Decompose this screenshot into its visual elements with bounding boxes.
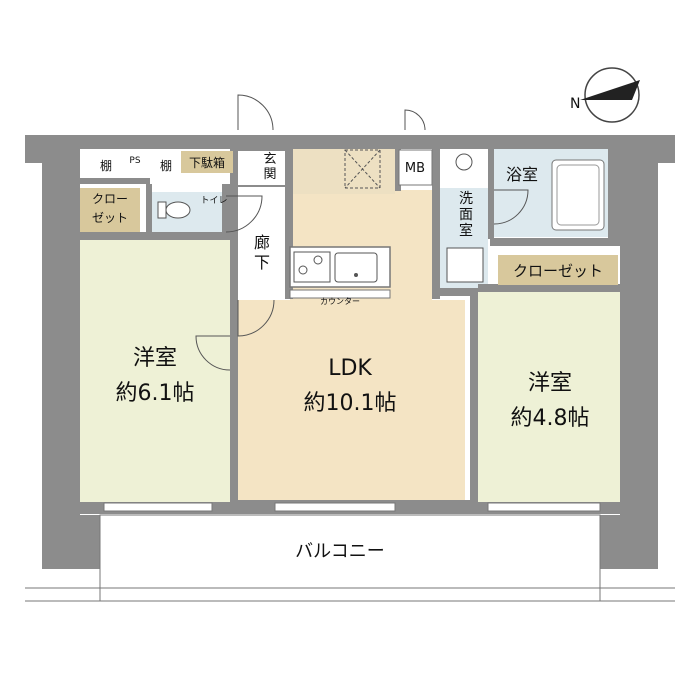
kitchen-counter bbox=[289, 246, 391, 288]
left-room-door[interactable] bbox=[195, 335, 231, 371]
wall-bathroom-south bbox=[490, 238, 620, 246]
mb-label: MB bbox=[405, 161, 425, 176]
washroom-label: 洗面室 bbox=[459, 191, 473, 239]
western-room-right-floor bbox=[478, 292, 620, 502]
shelf-2-label: 棚 bbox=[160, 158, 172, 173]
burner-1-icon bbox=[298, 265, 308, 275]
wall-left-room-east bbox=[230, 149, 238, 501]
compass-arrow-icon bbox=[580, 80, 640, 100]
bathroom-name: 浴室 bbox=[506, 165, 538, 184]
shoe-box-label: 下駄箱 bbox=[189, 155, 225, 170]
wall-storage-row bbox=[80, 178, 150, 184]
counter-label: カウンター bbox=[320, 297, 360, 306]
wall-bathroom-east bbox=[608, 149, 620, 239]
western-room-left-name: 洋室 bbox=[133, 346, 177, 371]
fridge-space bbox=[344, 149, 381, 189]
toilet-door[interactable] bbox=[225, 195, 263, 233]
washing-machine-pan bbox=[446, 247, 484, 283]
wall-hallway-east bbox=[285, 149, 293, 299]
bathroom-door[interactable] bbox=[493, 189, 529, 225]
counter-bar bbox=[289, 289, 391, 299]
closet-right-label: クローゼット bbox=[513, 262, 603, 280]
hallway-door[interactable] bbox=[237, 299, 275, 337]
bathtub bbox=[551, 159, 605, 231]
shelf-1-cell bbox=[85, 150, 120, 178]
balcony-pillar-right bbox=[600, 515, 650, 569]
wall-washroom-east bbox=[488, 149, 494, 239]
wall-mb bbox=[395, 149, 401, 191]
ldk-size: 約10.1帖 bbox=[304, 391, 397, 416]
window-left-room bbox=[103, 502, 213, 512]
shelf-2-cell bbox=[150, 150, 180, 178]
wall-washroom-west bbox=[432, 149, 440, 299]
sink-drain-icon bbox=[354, 273, 358, 277]
wall-washroom-south bbox=[432, 288, 478, 296]
hallway-label: 廊下 bbox=[254, 233, 270, 272]
ps-cell bbox=[122, 150, 148, 178]
wall-right-room-north bbox=[478, 284, 620, 292]
closet-right-tag bbox=[498, 255, 618, 285]
western-room-right-name: 洋室 bbox=[528, 371, 572, 396]
wall-right-room-west bbox=[470, 292, 478, 502]
closet-left-tag bbox=[80, 188, 140, 232]
north-wall-left-end bbox=[25, 135, 43, 163]
ldk-upper-zone bbox=[290, 149, 395, 194]
toilet-tank-icon bbox=[157, 201, 167, 219]
north-wall-right-end bbox=[657, 135, 675, 163]
mb-door[interactable] bbox=[404, 109, 426, 131]
east-wall bbox=[620, 149, 658, 569]
north-wall bbox=[25, 135, 675, 149]
shoe-box-tag bbox=[181, 151, 233, 173]
wall-left-room-north bbox=[80, 232, 232, 240]
western-room-left-floor bbox=[80, 240, 230, 502]
ldk-name: LDK bbox=[328, 356, 372, 381]
balcony-area bbox=[99, 514, 601, 602]
western-room-left-size: 約6.1帖 bbox=[116, 381, 195, 406]
mb-cell bbox=[398, 149, 433, 186]
balcony-name: バルコニー bbox=[295, 541, 385, 562]
balcony-pillar-left bbox=[54, 515, 104, 569]
stove bbox=[293, 251, 331, 283]
kitchen-sink bbox=[334, 252, 378, 283]
wall-toilet-west bbox=[146, 184, 152, 232]
washbasin-icon bbox=[455, 153, 473, 171]
ps-label: PS bbox=[129, 156, 140, 166]
wall-toilet-east bbox=[222, 184, 230, 232]
burner-2-icon bbox=[313, 255, 323, 265]
toilet-name: トイレ bbox=[200, 196, 227, 206]
ldk-floor bbox=[236, 149, 465, 500]
entrance-floor bbox=[236, 149, 290, 187]
entrance-door[interactable] bbox=[237, 94, 274, 131]
toilet-bowl-icon bbox=[165, 201, 191, 219]
window-ldk bbox=[274, 502, 396, 512]
closet-left-label: クローゼット bbox=[91, 192, 128, 225]
western-room-right-size: 約4.8帖 bbox=[511, 406, 590, 431]
west-wall bbox=[42, 149, 80, 569]
shelf-1-label: 棚 bbox=[100, 158, 112, 173]
compass-label: N bbox=[570, 96, 580, 112]
entrance-label: 玄関 bbox=[263, 152, 276, 182]
window-right-room bbox=[487, 502, 601, 512]
